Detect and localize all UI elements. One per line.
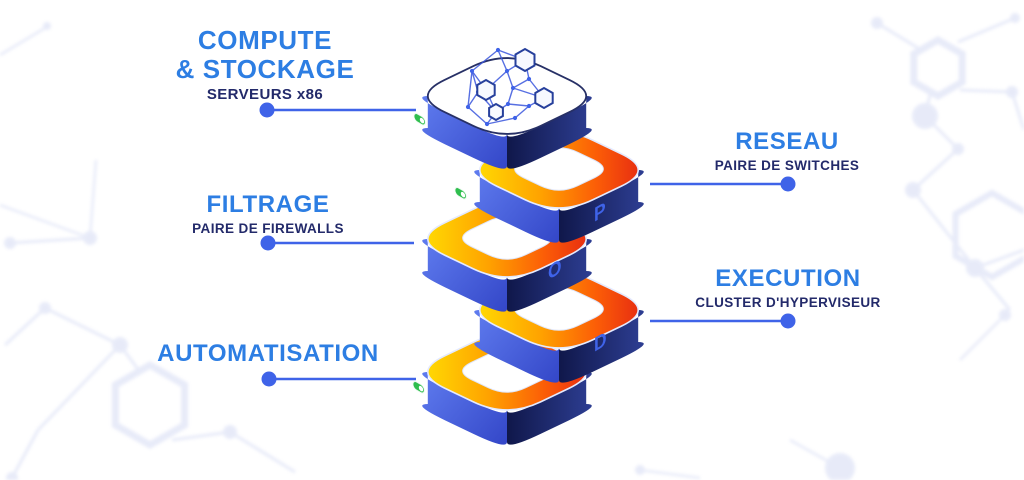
label-subtitle: PAIRE DE FIREWALLS	[192, 221, 344, 237]
server-stack: D O P	[411, 57, 644, 445]
label-compute-stockage: COMPUTE & STOCKAGE SERVEURS x86	[135, 26, 395, 104]
label-subtitle: SERVEURS x86	[206, 86, 324, 104]
label-automatisation: AUTOMATISATION	[98, 340, 438, 367]
label-execution: EXECUTION CLUSTER D'HYPERVISEUR	[628, 265, 948, 311]
label-subtitle: PAIRE DE SWITCHES	[714, 158, 860, 174]
stack-letter-o: O	[548, 255, 562, 285]
layer-left-face	[474, 170, 559, 243]
green-toggle-icon	[413, 113, 426, 126]
layer-right-face	[559, 170, 644, 243]
stack-letter-d: D	[594, 328, 607, 357]
green-toggle-icon	[454, 187, 467, 200]
connector-dot-compute	[259, 102, 275, 118]
layer-left-face	[422, 372, 507, 445]
chain-link-icon	[411, 249, 422, 259]
stack-letter-p: P	[594, 198, 606, 227]
layer-left-face	[422, 96, 507, 169]
title-line: & STOCKAGE	[175, 53, 355, 84]
connector-dot-automatisation	[261, 371, 277, 387]
layer-left-face	[474, 310, 559, 383]
stack-layer-compute	[413, 57, 592, 169]
layer-right-face	[507, 96, 592, 169]
green-toggle-icon	[412, 381, 425, 394]
label-title: EXECUTION	[715, 265, 861, 292]
label-subtitle: CLUSTER D'HYPERVISEUR	[695, 295, 881, 311]
label-title: COMPUTE & STOCKAGE	[135, 26, 395, 83]
label-title: FILTRAGE	[206, 191, 330, 218]
layer-right-face	[507, 372, 592, 445]
label-filtrage: FILTRAGE PAIRE DE FIREWALLS	[138, 191, 398, 237]
connector-dot-execution	[780, 313, 796, 329]
network-graph-icon	[465, 47, 554, 127]
label-title: RESEAU	[735, 128, 839, 155]
connectors	[259, 102, 796, 387]
title-line: COMPUTE	[197, 25, 333, 55]
layer-right-face	[559, 310, 644, 383]
label-reseau: RESEAU PAIRE DE SWITCHES	[657, 128, 917, 174]
connector-dot-reseau	[780, 176, 796, 192]
layer-left-face	[422, 239, 507, 312]
chain-link-icon	[458, 327, 469, 337]
connector-dot-filtrage	[260, 235, 276, 251]
layer-right-face	[507, 239, 592, 312]
label-title: AUTOMATISATION	[157, 340, 379, 367]
